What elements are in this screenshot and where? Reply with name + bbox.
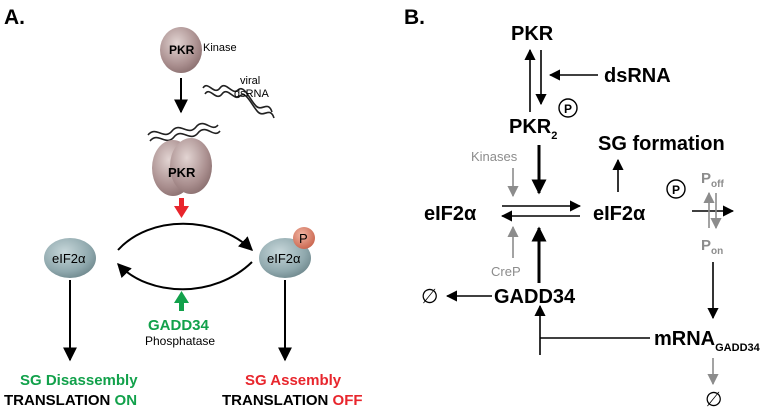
pkr-monomer-shape <box>160 27 202 73</box>
phospho-badge-label: P <box>299 231 308 246</box>
dsrna-b-label: dsRNA <box>604 65 671 87</box>
pkr2-label: PKR2 <box>509 116 557 142</box>
sg-formation-label: SG formation <box>598 133 725 155</box>
translation-on-text: TRANSLATION ON <box>4 392 137 409</box>
mrna-label: mRNAGADD34 <box>654 328 761 354</box>
viral-label: viral <box>240 75 260 87</box>
cycle-arrow-top <box>117 222 254 251</box>
pkr-b-label: PKR <box>511 23 554 45</box>
eif2a-phospho-label: P <box>672 183 680 197</box>
empty-set-left: ∅ <box>421 286 438 308</box>
sg-disassembly-label: SG Disassembly <box>20 372 138 389</box>
red-activation-arrow <box>174 198 189 218</box>
eif2a-left-shape <box>44 238 96 278</box>
eif2a-right-a-label: eIF2α <box>267 251 301 266</box>
pkr2-phospho-label: P <box>564 102 572 116</box>
viral-dsrna-icon <box>202 84 275 119</box>
kinases-label: Kinases <box>471 149 518 164</box>
p-off-label: Poff <box>701 170 724 190</box>
eif2a-b-left-label: eIF2α <box>424 203 477 225</box>
gadd34-a-label: GADD34 <box>148 317 210 334</box>
dimer-dsrna-icon <box>147 122 221 142</box>
green-phosphatase-arrow <box>174 291 189 311</box>
phospho-badge-icon <box>293 227 315 249</box>
eif2a-b-right-label: eIF2α <box>593 203 646 225</box>
eif2a-phospho-icon <box>666 179 686 199</box>
p-on-label: Pon <box>701 237 723 257</box>
pkr-dimer-right-shape <box>170 138 212 194</box>
empty-set-bottom: ∅ <box>705 389 722 411</box>
dsrna-label-a: dsRNA <box>234 88 270 100</box>
phosphatase-label: Phosphatase <box>145 334 215 348</box>
gadd34-b-label: GADD34 <box>494 286 576 308</box>
panel-a-label: A. <box>4 6 25 29</box>
pkr-dimer-label: PKR <box>168 165 196 180</box>
sg-assembly-label: SG Assembly <box>245 372 342 389</box>
panel-b-label: B. <box>404 6 425 29</box>
eif2a-right-shape <box>259 238 311 278</box>
crep-label: CreP <box>491 264 521 279</box>
pkr2-phospho-icon <box>558 98 578 118</box>
kinase-label: Kinase <box>203 42 237 54</box>
translation-off-text: TRANSLATION OFF <box>222 392 363 409</box>
pkr-monomer-label: PKR <box>169 43 195 57</box>
cycle-arrow-bottom <box>117 261 253 291</box>
eif2a-left-a-label: eIF2α <box>52 251 86 266</box>
